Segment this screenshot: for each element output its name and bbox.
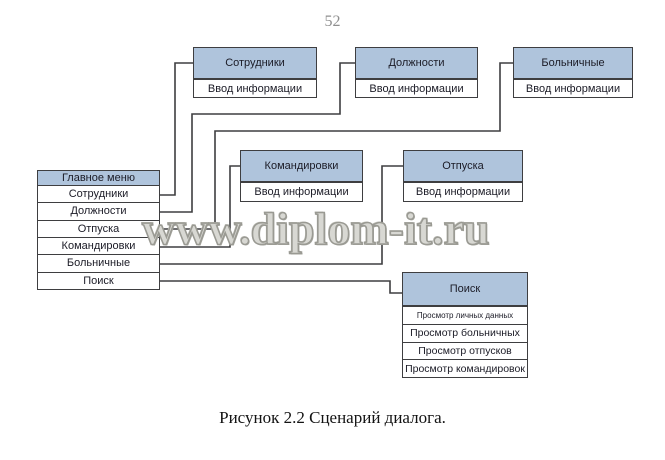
module-title-sickleave: Больничные: [514, 48, 632, 80]
main-menu-title: Главное меню: [38, 171, 159, 186]
menu-item-trips: Командировки: [38, 236, 159, 255]
module-box-sickleave: Больничные Ввод информации: [513, 47, 633, 98]
menu-item-employees: Сотрудники: [38, 186, 159, 203]
connector-positions: [160, 62, 355, 213]
menu-item-search: Поиск: [38, 271, 159, 289]
module-title-employees: Сотрудники: [194, 48, 316, 80]
module-title-vacations: Отпуска: [404, 151, 522, 183]
module-title-trips: Командировки: [241, 151, 362, 183]
module-action-employees: Ввод информации: [194, 80, 316, 97]
connector-employees: [160, 62, 193, 196]
main-menu-box: Главное меню Сотрудники Должности Отпуск…: [37, 170, 160, 290]
page-number: 52: [324, 13, 341, 30]
module-box-trips: Командировки Ввод информации: [240, 150, 363, 202]
connector-row3-to-sickleave: [160, 62, 513, 230]
module-action-trips: Ввод информации: [241, 183, 362, 201]
search-item-personal-data: Просмотр личных данных: [403, 307, 527, 324]
module-title-positions: Должности: [356, 48, 477, 80]
menu-item-sickleave: Больничные: [38, 254, 159, 272]
search-title: Поиск: [403, 273, 527, 307]
site-watermark: www.diplom-it.ru: [141, 202, 490, 255]
module-box-vacations: Отпуска Ввод информации: [403, 150, 523, 202]
connector-trips: [160, 165, 240, 248]
module-box-employees: Сотрудники Ввод информации: [193, 47, 317, 98]
module-box-positions: Должности Ввод информации: [355, 47, 478, 98]
connector-row5-to-vacations: [160, 165, 403, 265]
module-action-positions: Ввод информации: [356, 80, 477, 97]
connector-search: [160, 280, 402, 294]
search-item-sickleave: Просмотр больничных: [403, 323, 527, 342]
menu-item-positions: Должности: [38, 202, 159, 220]
search-item-trips: Просмотр командировок: [403, 359, 527, 377]
menu-item-vacations: Отпуска: [38, 219, 159, 237]
module-action-sickleave: Ввод информации: [514, 80, 632, 97]
search-box: Поиск Просмотр личных данных Просмотр бо…: [402, 272, 528, 378]
figure-caption: Рисунок 2.2 Сценарий диалога.: [219, 408, 446, 427]
module-action-vacations: Ввод информации: [404, 183, 522, 201]
search-item-vacations: Просмотр отпусков: [403, 341, 527, 360]
